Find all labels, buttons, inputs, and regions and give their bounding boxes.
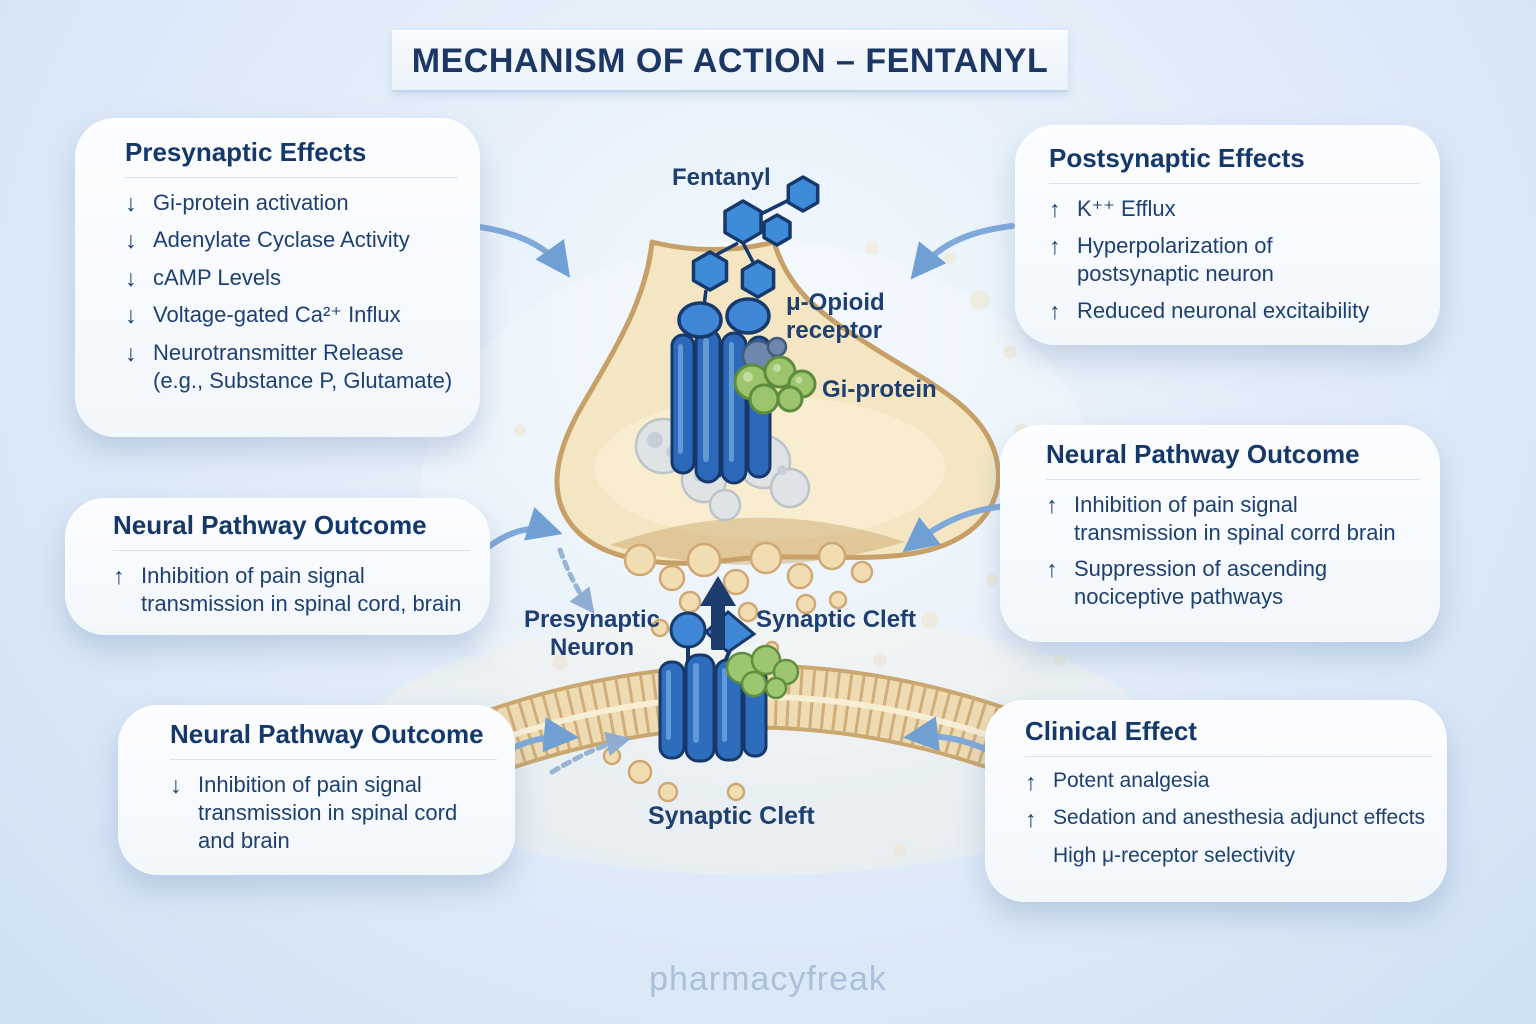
synaptic-cleft-upper-label: Synaptic Cleft — [756, 606, 917, 633]
clinical-effect-box: Clinical Effect ↑ Potent analgesia ↑ Sed… — [985, 700, 1447, 902]
item-text: Reduced neuronal excitaibility — [1077, 297, 1370, 323]
item-text: High μ-receptor selectivity — [1053, 843, 1296, 867]
item-text: Suppression of ascending nociceptive pat… — [1074, 556, 1328, 610]
fentanyl-molecule — [691, 175, 820, 324]
connector-arrow — [903, 716, 995, 755]
down-arrow-icon: ↓ — [125, 227, 137, 254]
item-text: Adenylate Cyclase Activity — [153, 227, 410, 253]
box-title: Clinical Effect — [1025, 716, 1197, 746]
neural-pathway-outcome-left-box: Neural Pathway Outcome ↑ Inhibition of p… — [65, 498, 490, 635]
watermark: pharmacyfreak — [649, 960, 887, 998]
up-arrow-icon: ↑ — [1049, 195, 1061, 222]
gi-protein-graphic — [733, 336, 817, 415]
down-arrow-icon: ↓ — [170, 771, 182, 798]
up-arrow-icon: ↑ — [1049, 297, 1061, 324]
postsynaptic-effects-box: Postsynaptic Effects ↑ K⁺⁺ Efflux ↑ Hype… — [1015, 125, 1440, 345]
divider — [113, 549, 470, 551]
item-text: Inhibition of pain signal transmission i… — [1074, 491, 1396, 546]
list-item: ↑ Hyperpolarization of postsynaptic neur… — [1049, 232, 1420, 288]
box-title: Presynaptic Effects — [125, 137, 367, 167]
list-item: ↓ Adenylate Cyclase Activity — [125, 226, 458, 255]
list-item: ↑ Suppression of ascending nociceptive p… — [1046, 555, 1420, 611]
signal-up-arrow — [700, 576, 736, 650]
down-arrow-icon: ↓ — [125, 302, 137, 329]
up-arrow-icon: ↑ — [1025, 806, 1037, 833]
item-text: Voltage-gated Ca²⁺ Influx — [153, 302, 401, 328]
page-title: MECHANISM OF ACTION – FENTANYL — [411, 41, 1049, 80]
item-text: Gi-protein activation — [153, 189, 349, 215]
up-arrow-icon: ↑ — [113, 562, 125, 589]
list-item: ↑ Reduced neuronal excitaibility — [1049, 297, 1420, 326]
postsynaptic-receptor-graphic — [658, 610, 800, 763]
down-arrow-icon: ↓ — [125, 339, 137, 366]
box-title: Postsynaptic Effects — [1049, 143, 1305, 173]
box-title: Neural Pathway Outcome — [170, 719, 484, 749]
fentanyl-label: Fentanyl — [672, 164, 771, 191]
neural-pathway-outcome-bottom-left-box: Neural Pathway Outcome ↓ Inhibition of p… — [118, 705, 515, 875]
title-band: MECHANISM OF ACTION – FENTANYL — [392, 30, 1068, 92]
connector-arrow — [910, 223, 1015, 280]
divider — [125, 176, 458, 178]
list-item: High μ-receptor selectivity — [1025, 843, 1433, 870]
list-item: ↓ Voltage-gated Ca²⁺ Influx — [125, 301, 458, 330]
item-text: Potent analgesia — [1053, 768, 1210, 792]
up-arrow-icon: ↑ — [1025, 768, 1037, 795]
mu-opioid-receptor-label: μ-Opioid receptor — [786, 289, 885, 345]
list-item: ↑ Inhibition of pain signal transmission… — [113, 562, 470, 618]
dashed-vesicle-arrow — [549, 731, 632, 775]
down-arrow-icon: ↓ — [125, 264, 137, 291]
down-arrow-icon: ↓ — [125, 189, 137, 216]
list-item: ↑ Potent analgesia — [1025, 768, 1433, 797]
item-text: Hyperpolarization of postsynaptic neuron — [1077, 233, 1274, 287]
divider — [1049, 182, 1420, 184]
list-item: ↓ cAMP Levels — [125, 264, 458, 293]
divider — [1025, 755, 1433, 757]
item-text: Sedation and anesthesia adjunct effects — [1053, 806, 1426, 830]
divider — [1046, 478, 1420, 480]
synaptic-cleft-lower-label: Synaptic Cleft — [648, 802, 815, 830]
item-text: Inhibition of pain signal transmission i… — [141, 562, 462, 617]
up-arrow-icon: ↑ — [1049, 233, 1061, 260]
list-item: ↓ Inhibition of pain signal transmission… — [170, 771, 497, 855]
connector-arrow — [902, 503, 1009, 553]
item-text: Neurotransmitter Release (e.g., Substanc… — [153, 339, 453, 393]
dashed-vesicle-arrow — [557, 547, 595, 615]
item-text: K⁺⁺ Efflux — [1077, 195, 1176, 221]
item-text: cAMP Levels — [153, 264, 281, 290]
presynaptic-effects-box: Presynaptic Effects ↓ Gi-protein activat… — [75, 118, 480, 437]
gi-protein-label: Gi-protein — [822, 376, 937, 403]
list-item: ↓ Neurotransmitter Release (e.g., Substa… — [125, 339, 458, 395]
list-item: ↑ Sedation and anesthesia adjunct effect… — [1025, 805, 1433, 834]
no-icon — [1025, 843, 1042, 870]
item-text: Inhibition of pain signal transmission i… — [198, 771, 458, 854]
divider — [170, 758, 497, 760]
list-item: ↓ Gi-protein activation — [125, 189, 458, 218]
up-arrow-icon: ↑ — [1046, 491, 1058, 518]
box-title: Neural Pathway Outcome — [113, 510, 427, 540]
neural-pathway-outcome-right-box: Neural Pathway Outcome ↑ Inhibition of p… — [1000, 425, 1440, 642]
box-title: Neural Pathway Outcome — [1046, 439, 1360, 469]
up-arrow-icon: ↑ — [1046, 556, 1058, 583]
presynaptic-neuron-label: Presynaptic Neuron — [523, 606, 661, 662]
list-item: ↑ K⁺⁺ Efflux — [1049, 195, 1420, 224]
list-item: ↑ Inhibition of pain signal transmission… — [1046, 491, 1420, 547]
